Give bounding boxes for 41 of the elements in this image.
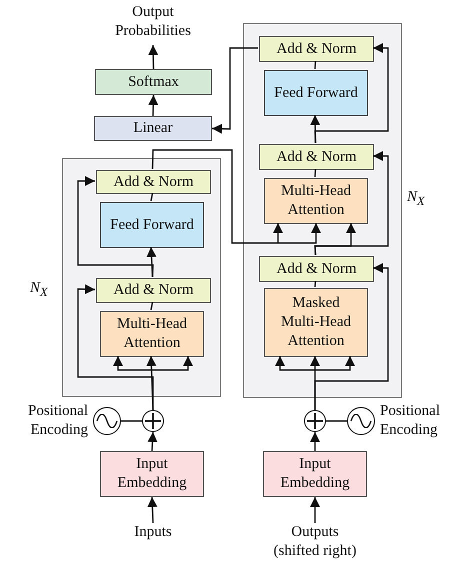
decoder-block xyxy=(243,23,402,398)
linear-box xyxy=(94,116,212,141)
layer-label: Multi-Head Attention xyxy=(116,315,188,353)
layer-label: Feed Forward xyxy=(109,216,195,234)
feed-forward-box xyxy=(100,202,204,248)
adder-circle xyxy=(142,410,164,432)
input-label: Inputs xyxy=(113,523,193,545)
sine-wave-circle xyxy=(93,407,121,435)
embedding-box xyxy=(263,451,367,497)
encoder-block xyxy=(62,158,221,397)
layer-label: Linear xyxy=(132,119,174,138)
add-norm-box xyxy=(96,170,211,194)
layer-label: Feed Forward xyxy=(273,84,359,102)
layer-label: Multi-Head Attention xyxy=(280,182,352,220)
layer-label: Softmax xyxy=(127,72,180,92)
embedding-box xyxy=(100,451,204,497)
feed-forward-box xyxy=(264,70,368,116)
layer-label: Input Embedding xyxy=(116,455,188,493)
output-label: Outputs (shifted right) xyxy=(268,523,362,565)
layer-label: Input Embedding xyxy=(279,455,351,493)
layer-label: Add & Norm xyxy=(112,172,194,192)
attention-box xyxy=(100,311,204,357)
add-norm-box xyxy=(96,278,211,303)
add-norm-box xyxy=(259,144,374,170)
softmax-box xyxy=(95,69,212,95)
layer-label: Add & Norm xyxy=(276,260,358,278)
layer-label: Masked Multi-Head Attention xyxy=(280,294,352,351)
layer-label: Add & Norm xyxy=(112,281,194,300)
attention-box xyxy=(264,178,368,224)
masked-attention-box xyxy=(264,288,368,357)
adder-circle xyxy=(304,410,326,432)
layer-count-label: N$_{X}$ xyxy=(407,188,426,210)
output-label: Output Probabilities xyxy=(95,3,211,45)
sine-wave-circle xyxy=(347,407,375,435)
layer-label: Add & Norm xyxy=(276,148,358,166)
layer-label: Add & Norm xyxy=(276,40,358,58)
add-norm-box xyxy=(259,256,374,282)
encoding-label: Positional Encoding xyxy=(380,402,442,440)
encoding-label: Positional Encoding xyxy=(26,402,88,440)
add-norm-box xyxy=(259,36,374,62)
layer-count-label: N$_{X}$ xyxy=(30,279,49,301)
